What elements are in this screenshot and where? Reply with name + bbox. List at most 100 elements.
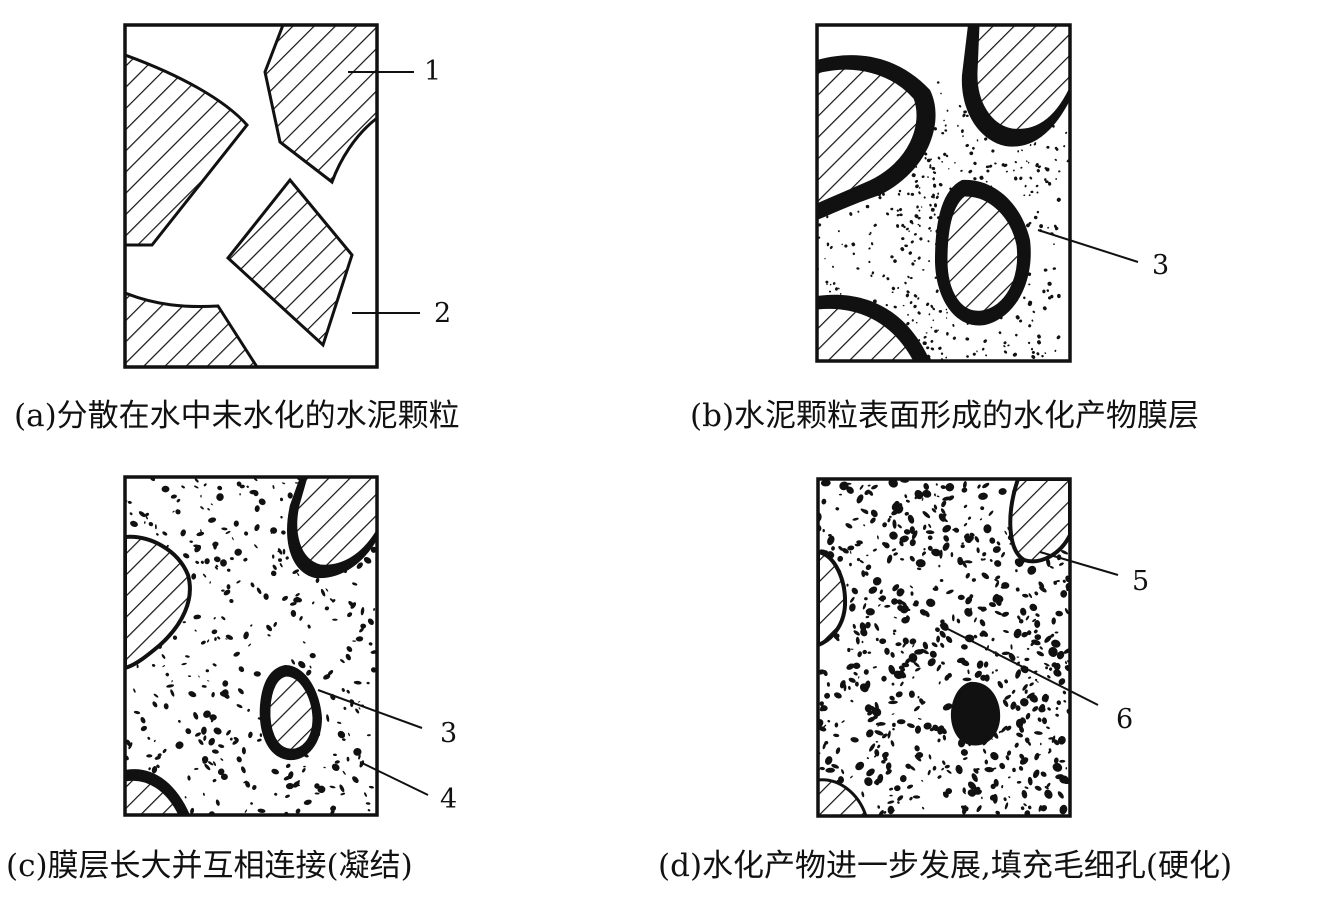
hydration-speck bbox=[1053, 669, 1062, 677]
hydration-speck bbox=[890, 740, 895, 747]
hydration-speck bbox=[198, 739, 204, 745]
hydration-speck bbox=[962, 677, 972, 682]
hydration-speck bbox=[890, 532, 895, 536]
hydration-speck bbox=[153, 693, 159, 698]
hydration-speck bbox=[1024, 689, 1028, 694]
hydration-speck bbox=[1027, 161, 1030, 164]
hydration-speck bbox=[837, 555, 844, 562]
cement-particle bbox=[267, 673, 316, 752]
hydration-speck bbox=[203, 483, 207, 487]
hydration-speck bbox=[838, 493, 843, 496]
hydration-speck bbox=[1045, 167, 1050, 172]
hydration-speck bbox=[253, 490, 259, 497]
hydration-speck bbox=[839, 680, 846, 689]
hydration-speck bbox=[278, 558, 282, 562]
hydration-speck bbox=[156, 764, 160, 769]
hydration-speck bbox=[909, 555, 915, 562]
hydration-speck bbox=[1055, 178, 1058, 180]
hydration-speck bbox=[917, 297, 920, 300]
hydration-speck bbox=[220, 773, 228, 781]
hydration-speck bbox=[930, 326, 933, 329]
hydration-speck bbox=[345, 653, 351, 661]
hydration-speck bbox=[930, 230, 932, 232]
hydration-speck bbox=[911, 173, 916, 178]
hydration-speck bbox=[185, 655, 190, 658]
hydration-speck bbox=[875, 637, 879, 642]
hydration-speck bbox=[896, 214, 900, 217]
hydration-speck bbox=[332, 618, 338, 621]
hydration-speck bbox=[988, 510, 994, 516]
panel-d: 5 6 bbox=[816, 477, 1149, 818]
hydration-speck bbox=[1057, 791, 1064, 799]
hydration-speck bbox=[202, 792, 205, 796]
hydration-speck bbox=[967, 516, 972, 520]
hydration-speck bbox=[859, 559, 864, 564]
hydration-speck bbox=[272, 485, 275, 489]
hydration-speck bbox=[962, 113, 966, 118]
leader-line-3 bbox=[1037, 229, 1139, 263]
hydration-speck bbox=[822, 529, 825, 533]
hydration-speck bbox=[911, 262, 915, 266]
hydration-speck bbox=[940, 642, 945, 648]
hydration-speck bbox=[244, 809, 248, 813]
hydration-speck bbox=[850, 648, 854, 650]
hydration-speck bbox=[824, 692, 831, 699]
hydration-speck bbox=[346, 689, 350, 694]
hydration-speck bbox=[914, 649, 924, 655]
hydration-speck bbox=[909, 585, 914, 589]
hydration-speck bbox=[868, 490, 874, 496]
hydration-speck bbox=[998, 488, 1007, 495]
hydration-speck bbox=[885, 762, 892, 770]
hydration-speck bbox=[271, 768, 279, 775]
hydration-speck bbox=[1025, 712, 1031, 720]
hydration-speck bbox=[943, 119, 945, 122]
hydration-speck bbox=[934, 329, 938, 333]
cement-particle bbox=[818, 549, 848, 648]
hydration-speck bbox=[334, 760, 340, 764]
cement-particle bbox=[974, 25, 1070, 132]
hydration-speck bbox=[1056, 197, 1061, 202]
hydration-speck bbox=[952, 323, 955, 327]
hydration-speck bbox=[937, 192, 940, 195]
hydration-speck bbox=[297, 573, 300, 576]
hydration-speck bbox=[1026, 223, 1030, 228]
hydration-speck bbox=[285, 794, 290, 799]
hydration-speck bbox=[906, 608, 911, 611]
hydration-speck bbox=[974, 536, 980, 543]
hydration-speck bbox=[928, 260, 931, 263]
hydration-speck bbox=[346, 756, 350, 762]
hydration-speck bbox=[353, 680, 362, 685]
hydration-speck bbox=[912, 676, 915, 679]
hydration-speck bbox=[940, 508, 946, 515]
hydration-speck bbox=[891, 548, 897, 552]
hydration-speck bbox=[282, 548, 286, 555]
hydration-speck bbox=[1010, 644, 1013, 650]
hydration-speck bbox=[368, 642, 373, 646]
hydration-speck bbox=[363, 556, 372, 564]
hydration-speck bbox=[204, 763, 211, 771]
hydration-speck bbox=[188, 691, 197, 698]
hydration-speck bbox=[221, 527, 228, 531]
hydration-speck bbox=[1001, 651, 1010, 656]
hydration-speck bbox=[995, 669, 998, 672]
hydration-speck bbox=[864, 704, 873, 713]
hydration-speck bbox=[366, 681, 370, 685]
hydration-speck bbox=[927, 769, 931, 776]
hydration-speck bbox=[932, 724, 939, 732]
hydration-speck bbox=[162, 748, 167, 754]
hydration-speck bbox=[911, 241, 914, 244]
hydration-speck bbox=[899, 213, 903, 217]
hydration-speck bbox=[878, 196, 882, 200]
hydration-speck bbox=[936, 81, 940, 84]
hydration-speck bbox=[891, 286, 896, 291]
hydration-speck bbox=[826, 215, 829, 219]
hydration-speck bbox=[1044, 635, 1052, 643]
hydration-speck bbox=[917, 223, 920, 226]
hydration-speck bbox=[940, 92, 942, 95]
hydration-speck bbox=[892, 632, 896, 635]
hydration-speck bbox=[885, 303, 888, 307]
hydration-speck bbox=[857, 651, 862, 658]
hydration-speck bbox=[831, 763, 839, 769]
cement-particle bbox=[125, 534, 192, 671]
hydration-speck bbox=[1028, 324, 1032, 328]
